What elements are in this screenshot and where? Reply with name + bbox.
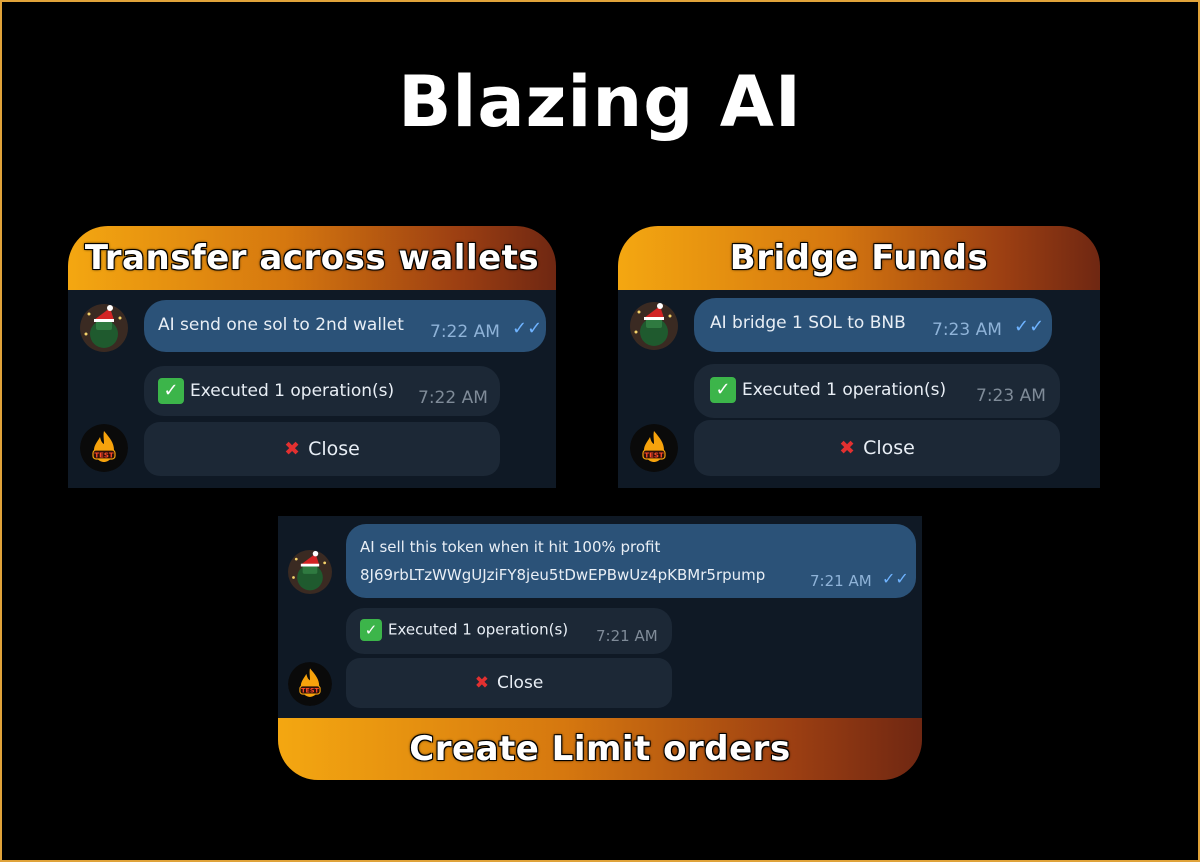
bot-result-time: 7:23 AM bbox=[976, 386, 1046, 406]
close-button-label: Close bbox=[496, 673, 544, 693]
card-transfer-header: Transfer across wallets bbox=[68, 226, 556, 290]
bot-result-bubble: ✓ Executed 1 operation(s) 7:23 AM bbox=[694, 364, 1060, 418]
user-avatar-icon[interactable] bbox=[630, 302, 678, 350]
close-button-label: Close bbox=[308, 438, 360, 460]
bot-avatar-label: TEST bbox=[644, 452, 664, 460]
cross-mark-icon: ✖ bbox=[284, 438, 301, 460]
double-check-icon: ✓✓ bbox=[882, 569, 909, 588]
card-bridge-chat: AI bridge 1 SOL to BNB 7:23 AM ✓✓ ✓ Execu… bbox=[618, 290, 1100, 488]
user-avatar-icon[interactable] bbox=[80, 304, 128, 352]
user-message-bubble: AI sell this token when it hit 100% prof… bbox=[346, 524, 916, 598]
bot-result-text: Executed 1 operation(s) bbox=[190, 381, 395, 401]
user-message-text: AI bridge 1 SOL to BNB bbox=[710, 313, 906, 333]
user-message-time: 7:21 AM bbox=[810, 572, 872, 590]
user-message-bubble: AI bridge 1 SOL to BNB 7:23 AM ✓✓ bbox=[694, 298, 1052, 352]
check-mark-icon: ✓ bbox=[360, 619, 382, 641]
bot-avatar-label: TEST bbox=[94, 452, 114, 460]
user-message-time: 7:23 AM bbox=[932, 320, 1002, 340]
user-message-text-line1: AI sell this token when it hit 100% prof… bbox=[360, 538, 661, 556]
close-button[interactable]: ✖ Close bbox=[346, 658, 672, 708]
card-limit-orders: AI sell this token when it hit 100% prof… bbox=[278, 516, 922, 780]
check-mark-icon: ✓ bbox=[158, 378, 184, 404]
card-bridge: Bridge Funds AI bridge 1 SOL to BNB 7:2 bbox=[618, 226, 1100, 488]
card-bridge-header: Bridge Funds bbox=[618, 226, 1100, 290]
card-limit-header: Create Limit orders bbox=[278, 718, 922, 780]
close-button[interactable]: ✖ Close bbox=[144, 422, 500, 476]
check-mark-icon: ✓ bbox=[710, 377, 736, 403]
user-message-time: 7:22 AM bbox=[430, 322, 500, 342]
user-avatar-icon[interactable] bbox=[288, 550, 332, 594]
card-transfer: Transfer across wallets AI send one sol … bbox=[68, 226, 556, 488]
double-check-icon: ✓✓ bbox=[1014, 316, 1045, 337]
user-message-text: AI send one sol to 2nd wallet bbox=[158, 315, 404, 335]
cross-mark-icon: ✖ bbox=[839, 437, 856, 459]
card-transfer-chat: AI send one sol to 2nd wallet 7:22 AM ✓✓… bbox=[68, 290, 556, 488]
bot-result-text: Executed 1 operation(s) bbox=[742, 380, 947, 400]
bot-result-time: 7:22 AM bbox=[418, 388, 488, 408]
page-title: Blazing AI bbox=[398, 61, 802, 143]
cross-mark-icon: ✖ bbox=[474, 673, 489, 693]
bot-flame-avatar-icon[interactable]: TEST bbox=[630, 424, 678, 472]
bot-avatar-label: TEST bbox=[301, 687, 319, 695]
bot-flame-avatar-icon[interactable]: TEST bbox=[80, 424, 128, 472]
bot-result-text: Executed 1 operation(s) bbox=[388, 620, 569, 639]
double-check-icon: ✓✓ bbox=[512, 318, 543, 339]
close-button[interactable]: ✖ Close bbox=[694, 420, 1060, 476]
bot-result-time: 7:21 AM bbox=[596, 627, 658, 645]
bot-result-bubble: ✓ Executed 1 operation(s) 7:21 AM bbox=[346, 608, 672, 654]
user-message-bubble: AI send one sol to 2nd wallet 7:22 AM ✓✓ bbox=[144, 300, 546, 352]
card-limit-chat: AI sell this token when it hit 100% prof… bbox=[278, 516, 922, 718]
bot-result-bubble: ✓ Executed 1 operation(s) 7:22 AM bbox=[144, 366, 500, 416]
user-message-text-line2: 8J69rbLTzWWgUJziFY8jeu5tDwEPBwUz4pKBMr5r… bbox=[360, 566, 766, 584]
close-button-label: Close bbox=[863, 437, 915, 459]
bot-flame-avatar-icon[interactable]: TEST bbox=[288, 662, 332, 706]
